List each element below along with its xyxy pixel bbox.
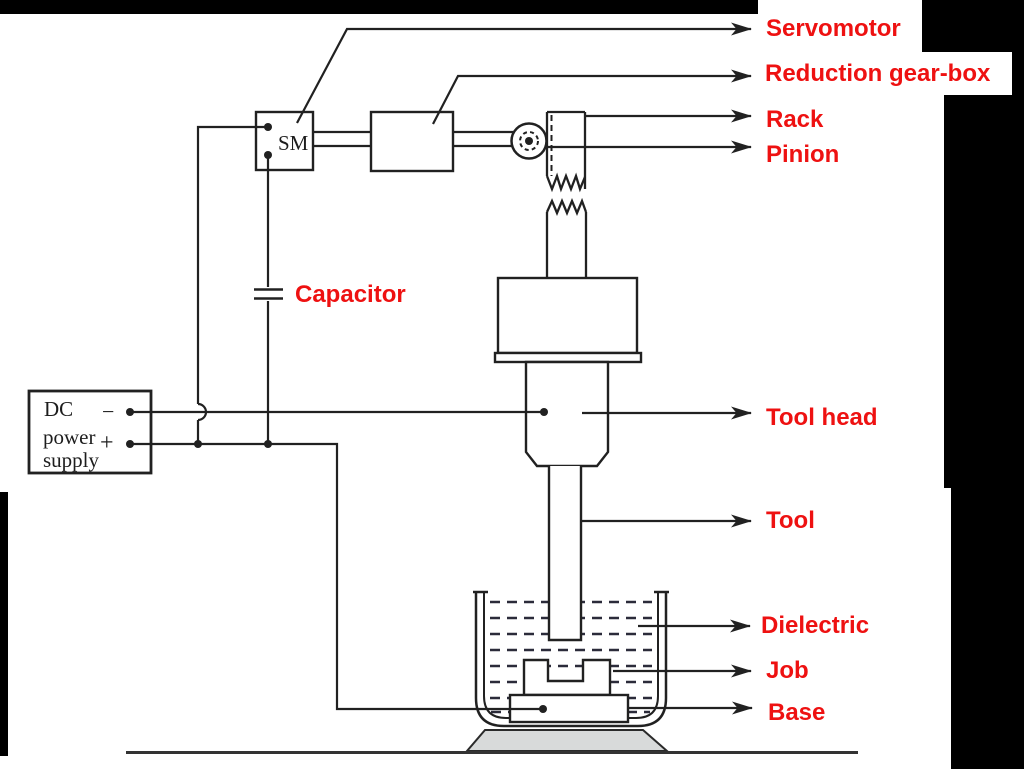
positive-terminal-sign: +	[100, 430, 114, 456]
servomotor-pointer	[296, 22, 752, 124]
capacitor-symbol	[254, 155, 283, 444]
tool-head-assembly	[493, 276, 643, 468]
right-black-column-lower	[951, 488, 1024, 769]
servomotor-label-plate	[758, 0, 922, 44]
feedback-wire	[196, 125, 268, 444]
pinion-gear	[510, 122, 548, 160]
dc-power-supply-box	[27, 389, 153, 475]
pointer-lines	[296, 22, 753, 715]
right-black-column-upper	[944, 95, 1024, 488]
label-servomotor: Servomotor	[766, 15, 901, 42]
label-dielectric: Dielectric	[761, 612, 870, 639]
reduction-gearbox-box	[369, 110, 455, 173]
machine-stand	[126, 729, 858, 754]
spindle-bar	[545, 197, 588, 278]
label-tool-head: Tool head	[766, 404, 878, 431]
tool-electrode	[547, 466, 583, 642]
label-tool: Tool	[766, 507, 815, 534]
right-black-sliver	[1012, 52, 1024, 95]
supply-wires	[126, 408, 548, 713]
left-black-strip	[0, 492, 8, 756]
motor-shaft-lines	[313, 130, 513, 148]
label-capacitor: Capacitor	[295, 281, 406, 308]
gearbox-label-plate	[757, 52, 1012, 95]
label-rack: Rack	[766, 106, 824, 133]
dc-supply-text-line2: power	[43, 425, 96, 449]
servomotor-box	[254, 110, 315, 172]
servomotor-abbrev-text: SM	[278, 131, 309, 155]
top-right-black-patch	[922, 0, 1024, 52]
label-base: Base	[768, 699, 826, 726]
label-pinion: Pinion	[766, 141, 840, 168]
negative-terminal-sign: −	[102, 399, 115, 424]
gearbox-pointer	[432, 69, 752, 125]
dc-supply-text-line3: supply	[43, 448, 100, 472]
label-job: Job	[766, 657, 809, 684]
dc-supply-text-line1: DC	[44, 397, 74, 421]
label-reduction-gearbox: Reduction gear-box	[765, 60, 991, 87]
rack-bar	[545, 110, 587, 193]
